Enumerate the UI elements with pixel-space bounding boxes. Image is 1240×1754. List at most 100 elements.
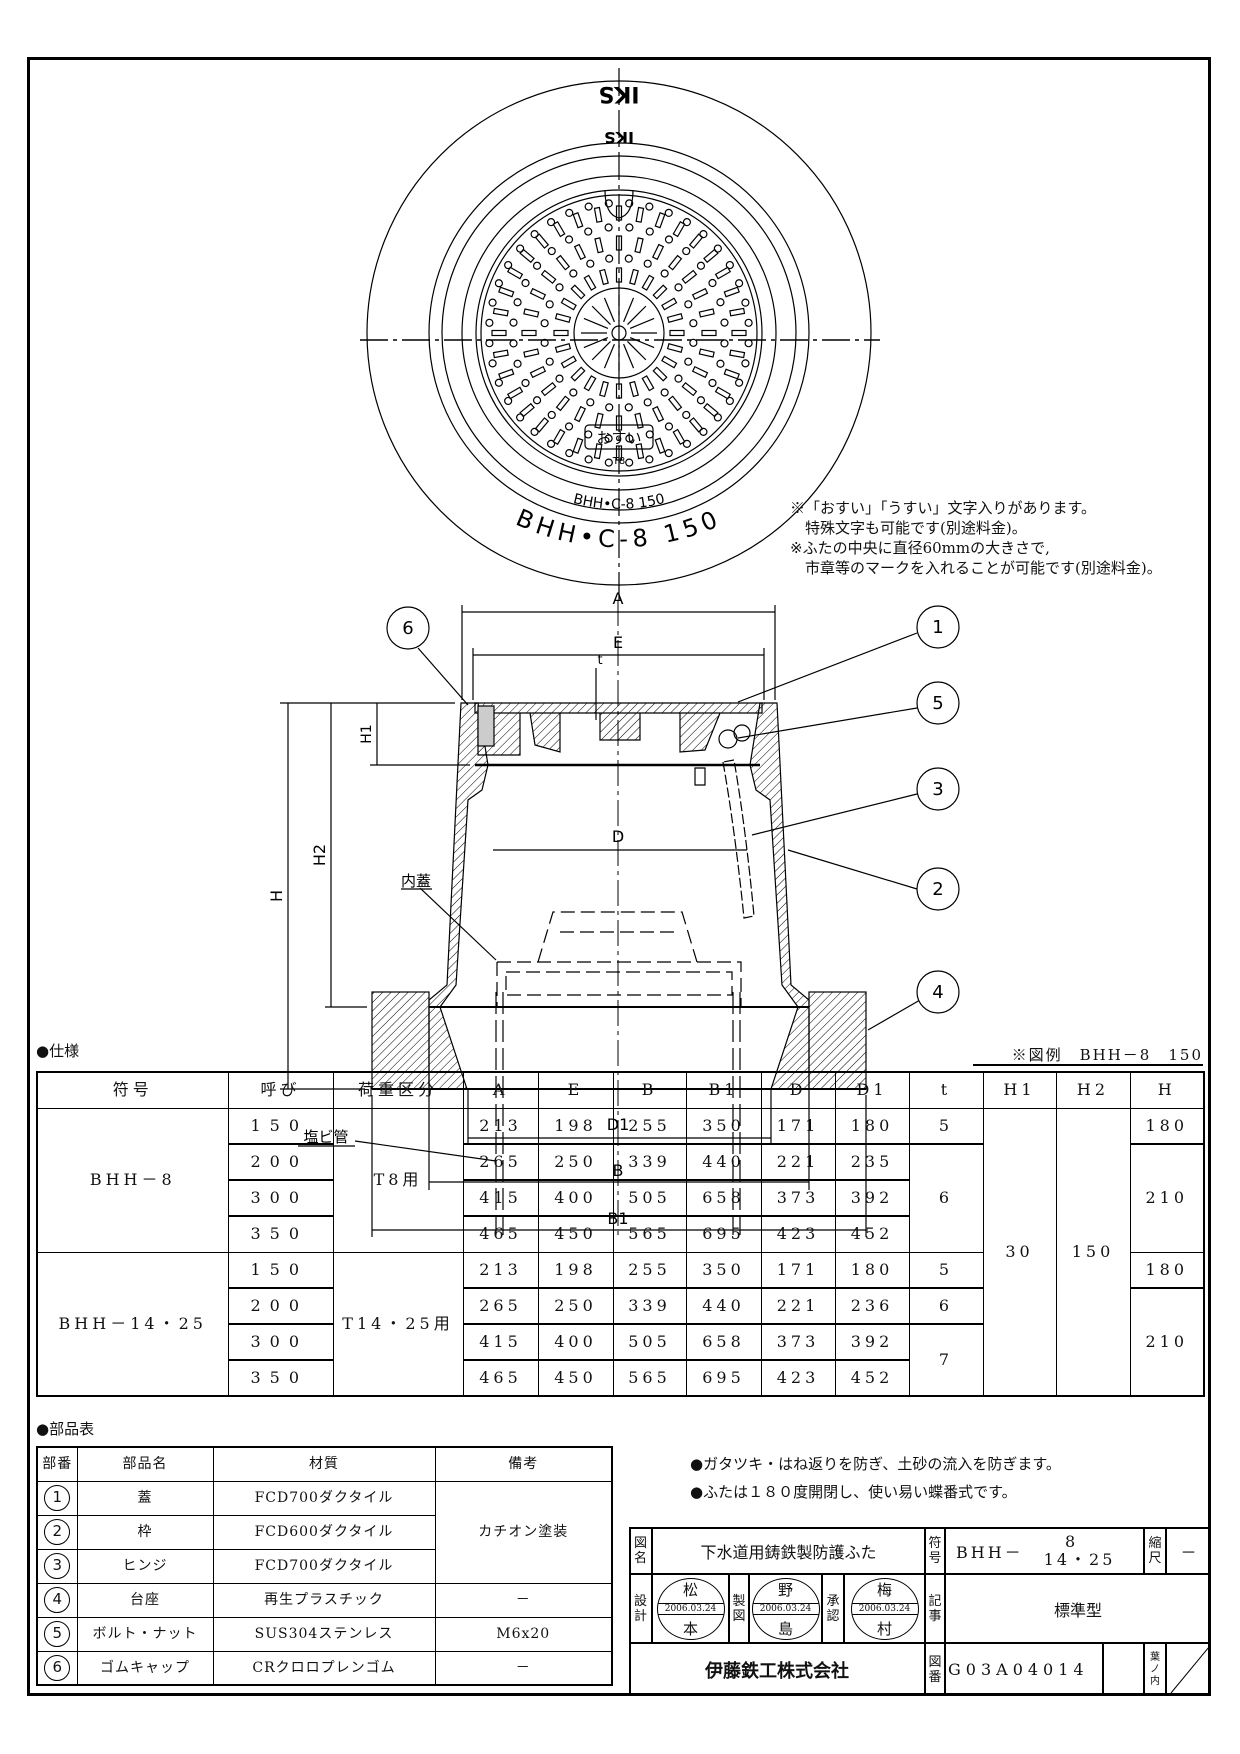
cover-pattern-mark	[660, 388, 669, 397]
cover-pattern-mark	[583, 317, 609, 329]
cover-pattern-mark	[604, 458, 613, 467]
balloon-3: 3	[916, 767, 960, 811]
dim-d: D	[612, 827, 624, 846]
cover-pattern-mark	[674, 283, 683, 292]
cover-pattern-mark	[645, 202, 654, 211]
dim-e: E	[613, 633, 623, 652]
cover-pattern-mark	[509, 318, 518, 327]
dimension-cell: 423	[760, 1215, 836, 1253]
height-cell: 180	[1129, 1251, 1205, 1289]
cover-pattern-mark	[660, 269, 669, 278]
remarks-cell: カチオン塗装	[434, 1480, 613, 1584]
cover-pattern-mark	[547, 410, 556, 420]
svg-text:1: 1	[932, 617, 943, 638]
cover-pattern-mark	[714, 386, 732, 400]
cover-pattern-mark	[540, 381, 557, 397]
remark-label: 記事	[928, 1593, 942, 1624]
cover-pattern-mark	[604, 223, 613, 232]
svg-text:6: 6	[402, 618, 413, 639]
dimension-cell: 415	[462, 1179, 539, 1217]
cover-pattern-mark	[529, 287, 547, 301]
height-cell: 210	[1129, 1287, 1205, 1397]
spec-header-cell: 呼び	[227, 1071, 334, 1109]
cover-pattern-mark	[625, 199, 634, 208]
dimension-cell: 452	[834, 1359, 910, 1397]
cover-pattern-mark	[584, 227, 593, 236]
dimension-cell: 350	[685, 1107, 762, 1145]
dimension-cell: 400	[537, 1179, 614, 1217]
material-cell: CRクロロプレンゴム	[212, 1650, 436, 1686]
inner-cover	[496, 911, 742, 1007]
spec-header-cell: B1	[685, 1071, 762, 1109]
part-name-cell: 蓋	[76, 1480, 214, 1516]
cover-pattern-mark	[661, 355, 678, 369]
dimension-cell: 213	[462, 1251, 539, 1289]
cover-pattern-mark	[741, 359, 750, 368]
dimension-cell: 255	[612, 1251, 687, 1289]
frame-right-section	[749, 702, 810, 1090]
cover-pattern-mark	[701, 329, 717, 337]
dimension-cell: 250	[537, 1287, 614, 1325]
cover-pattern-mark	[555, 254, 571, 271]
cover-pattern-mark	[698, 308, 715, 318]
scale-value: －	[1166, 1527, 1211, 1574]
part-number-cell: 5	[36, 1616, 78, 1652]
cover-pattern-mark	[572, 437, 584, 454]
top-view-plan	[360, 68, 880, 600]
cover-pattern-mark	[565, 208, 574, 217]
design-label: 設計	[633, 1593, 647, 1624]
cover-pattern-mark	[713, 413, 722, 422]
cover-pattern-mark	[603, 343, 615, 369]
parts-heading: ●部品表	[36, 1420, 95, 1438]
rubber-cap	[477, 705, 495, 747]
cover-pattern-mark	[565, 449, 574, 458]
cover-pattern-mark	[488, 359, 497, 368]
dimension-cell: 465	[462, 1359, 539, 1397]
part-name-cell: 台座	[76, 1582, 214, 1618]
cover-pattern-mark	[555, 283, 564, 292]
cover-pattern-mark	[714, 266, 732, 280]
dimension-cell: 695	[685, 1359, 762, 1397]
logo-outer: IKS	[598, 81, 639, 106]
cover-pattern-mark	[605, 403, 614, 412]
cover-pattern-mark	[494, 378, 503, 387]
cover-pattern-mark	[684, 357, 693, 366]
cover-pattern-mark	[599, 268, 609, 286]
dimension-cell: 392	[834, 1179, 910, 1217]
cover-pattern-mark	[555, 395, 571, 412]
thickness-cell: 5	[908, 1107, 984, 1145]
nominal-size-cell: 300	[227, 1179, 334, 1217]
cover-pattern-mark	[498, 286, 515, 298]
cover-pattern-mark	[532, 396, 542, 405]
material-cell: FCD600ダクタイル	[212, 1514, 436, 1550]
cover-pattern-mark	[627, 341, 647, 361]
remarks-cell: －	[434, 1650, 613, 1686]
dim-t: t	[597, 653, 602, 668]
cover-pattern-mark	[664, 422, 674, 431]
dimension-cell: 221	[760, 1287, 836, 1325]
cover-pattern-mark	[516, 244, 525, 253]
dimension-cell: 255	[612, 1107, 687, 1145]
cover-pattern-mark	[735, 378, 744, 387]
cover-pattern-mark	[661, 297, 678, 311]
cover-pattern-mark	[624, 403, 633, 412]
feature-item: ●ガタツキ・はね返りを防ぎ、土砂の流入を防ぎます。	[690, 1455, 1061, 1473]
balloon-4: 4	[916, 970, 960, 1014]
cover-pattern-mark	[666, 313, 684, 323]
cover-pattern-mark	[530, 427, 539, 436]
parts-header-cell: 部番	[36, 1446, 78, 1482]
dim-a: A	[613, 589, 624, 608]
cover-pattern-mark	[554, 313, 572, 323]
feature-item: ●ふたは１８０度開閉し、使い易い蝶番式です。	[690, 1483, 1017, 1501]
cover-pattern-mark	[521, 329, 537, 337]
cover-pattern-mark	[666, 343, 684, 353]
cover-pattern-mark	[570, 366, 586, 382]
cover-pattern-mark	[529, 365, 547, 379]
remarks-cell: M6x20	[434, 1616, 613, 1652]
cover-pattern-mark	[545, 300, 554, 309]
